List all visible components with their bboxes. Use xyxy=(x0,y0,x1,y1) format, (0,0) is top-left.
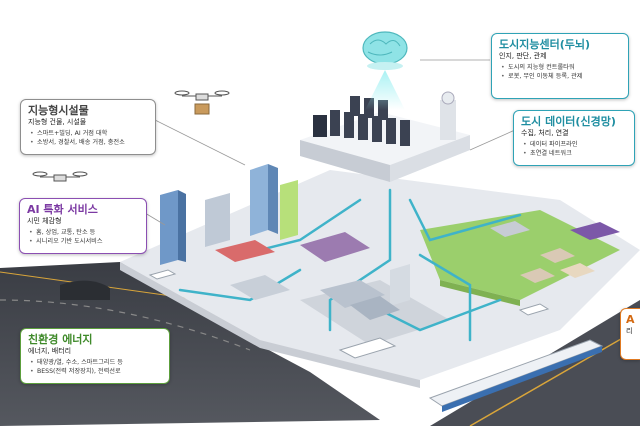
callout-eco-energy: 친환경 에너지 에너지, 배터리 태양광/열, 수소, 스마트그리드 등 BES… xyxy=(20,328,170,384)
callout-ai-service: AI 특화 서비스 시민 체감형 홈, 상업, 교통, 탄소 등 시니리오 기반… xyxy=(19,198,147,254)
callout-list: 홈, 상업, 교통, 탄소 등 시니리오 기반 도시서비스 xyxy=(27,228,140,246)
callout-title: A xyxy=(626,313,635,326)
callout-subtitle: 인지, 판단, 관제 xyxy=(499,52,547,60)
list-item: 시니리오 기반 도시서비스 xyxy=(29,237,140,246)
list-item: 데이터 파이프라인 xyxy=(523,140,628,149)
callout-cutoff-right: A 리 xyxy=(620,308,640,360)
city-buildings xyxy=(160,164,410,320)
list-item: 소방서, 경찰서, 배송 거점, 충전소 xyxy=(30,138,149,147)
list-item: 로봇, 무인 이동체 등록, 관제 xyxy=(501,72,622,81)
train xyxy=(428,339,604,412)
callout-title: AI 특화 서비스 xyxy=(27,203,98,216)
list-item: 도시의 지능형 컨트롤타워 xyxy=(501,63,622,72)
callout-list: 스마트+빌딩, AI 거점 대학 소방서, 경찰서, 배송 거점, 충전소 xyxy=(28,129,149,147)
callout-title: 친환경 에너지 xyxy=(28,333,93,346)
callout-intelligence-center: 도시지능센터(두뇌) 인지, 판단, 관제 도시의 지능형 컨트롤타워 로봇, … xyxy=(491,33,629,99)
drone-icon xyxy=(32,171,88,182)
callout-subtitle: 지능형 건물, 시설물 xyxy=(28,118,87,126)
callout-subtitle: 에너지, 배터리 xyxy=(28,347,72,355)
callout-title: 도시 데이터(신경망) xyxy=(521,115,616,128)
list-item: 초연결 네트워크 xyxy=(523,149,628,158)
callout-list: 데이터 파이프라인 초연결 네트워크 xyxy=(521,140,628,158)
callout-list: 태양광/열, 수소, 스마트그리드 등 BESS(전력 저장장치), 전력선로 xyxy=(28,358,163,376)
callout-smart-facilities: 지능형시설물 지능형 건물, 시설물 스마트+빌딩, AI 거점 대학 소방서,… xyxy=(20,99,156,155)
list-item: 스마트+빌딩, AI 거점 대학 xyxy=(30,129,149,138)
callout-title: 지능형시설물 xyxy=(28,104,89,117)
tunnel xyxy=(60,280,110,300)
brain-hologram-icon xyxy=(362,31,408,110)
callout-subtitle: 리 xyxy=(626,327,633,335)
callout-subtitle: 시민 체감형 xyxy=(27,217,62,225)
callout-city-data: 도시 데이터(신경망) 수집, 처리, 연결 데이터 파이프라인 초연결 네트워… xyxy=(513,110,635,166)
vehicles xyxy=(148,269,550,359)
list-item: 홈, 상업, 교통, 탄소 등 xyxy=(29,228,140,237)
list-item: 태양광/열, 수소, 스마트그리드 등 xyxy=(30,358,163,367)
list-item: BESS(전력 저장장치), 전력선로 xyxy=(30,367,163,376)
callout-title: 도시지능센터(두뇌) xyxy=(499,38,591,51)
drone-icon xyxy=(174,90,230,115)
residential-houses xyxy=(490,221,620,283)
callout-subtitle: 수집, 처리, 연결 xyxy=(521,129,569,137)
callout-list: 도시의 지능형 컨트롤타워 로봇, 무인 이동체 등록, 관제 xyxy=(499,63,622,81)
